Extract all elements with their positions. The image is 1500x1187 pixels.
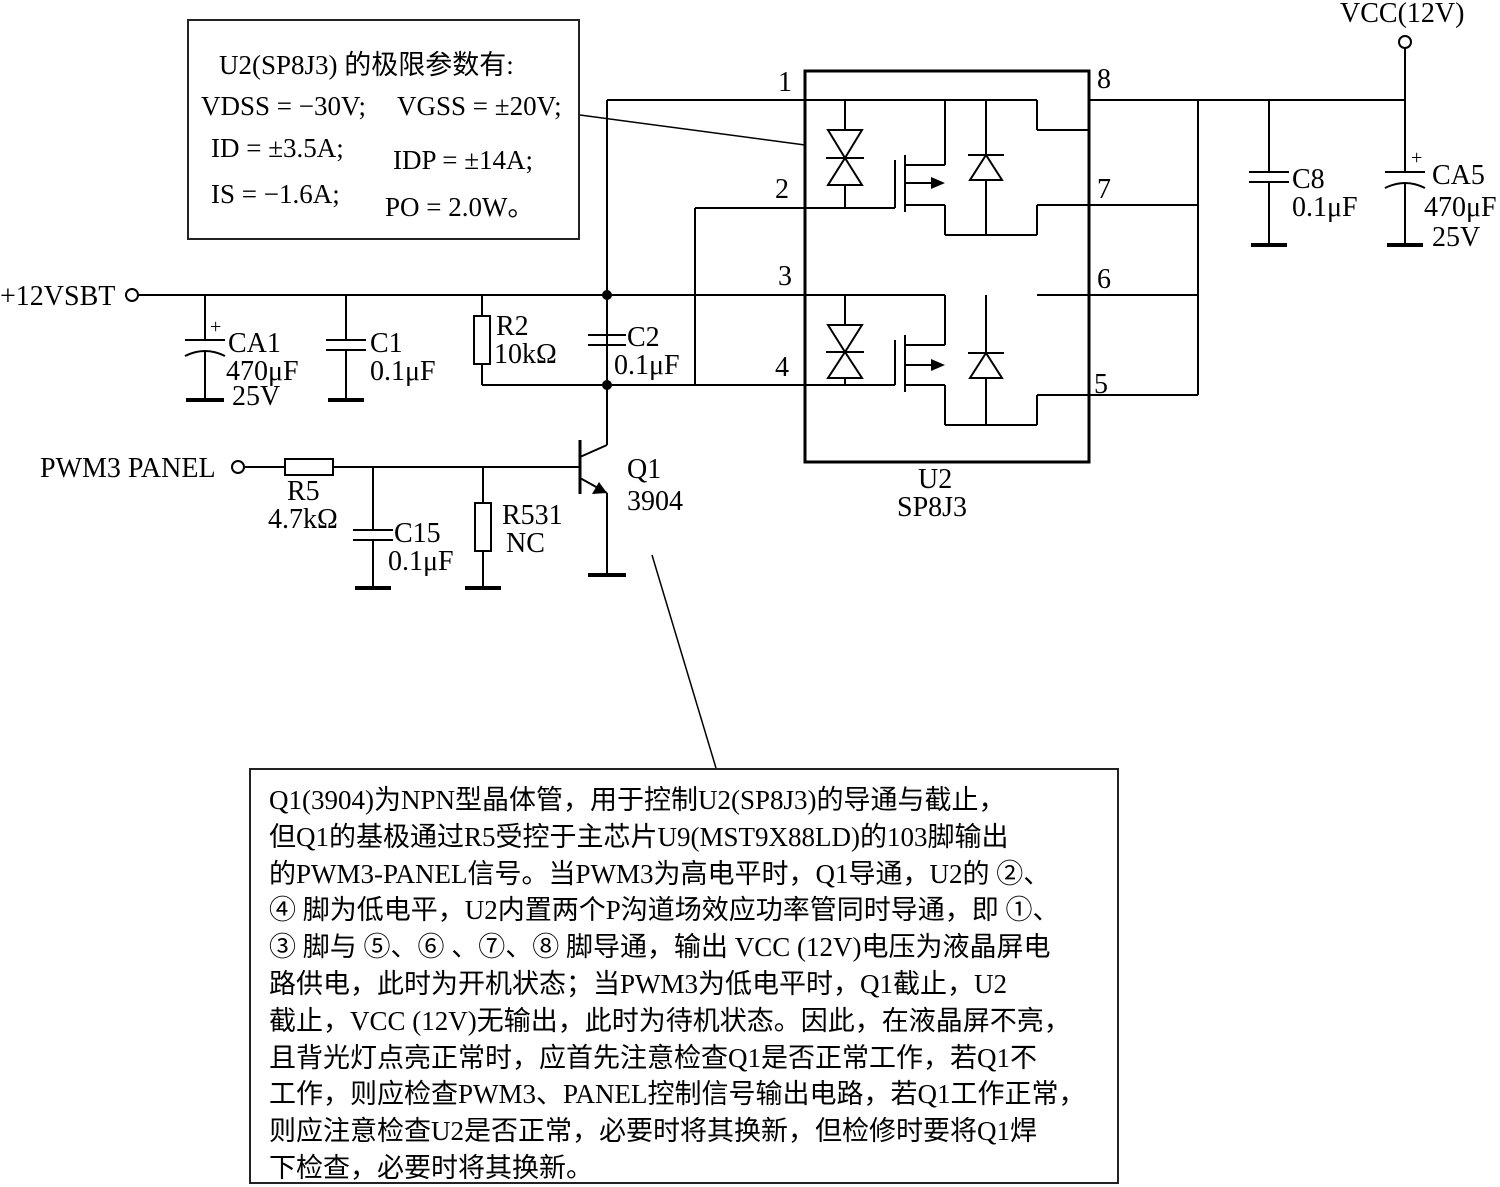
vsbt-terminal xyxy=(125,288,139,302)
u2-pin-8: 8 xyxy=(1097,64,1111,95)
ca1-value: 470μF xyxy=(226,356,299,387)
ca5-value: 470μF xyxy=(1424,192,1497,223)
ca5-voltage: 25V xyxy=(1432,222,1480,253)
u2-pin-1: 1 xyxy=(778,67,792,98)
c2-value: 0.1μF xyxy=(614,350,680,381)
u2-pin-4: 4 xyxy=(775,352,789,383)
u2-pin-6: 6 xyxy=(1097,264,1111,295)
wires xyxy=(138,48,1406,468)
param-idp: IDP = ±14A; xyxy=(393,145,534,175)
capacitor-c8 xyxy=(1249,100,1289,247)
explanation-note-text: Q1(3904)为NPN型晶体管，用于控制U2(SP8J3)的导通与截止， 但Q… xyxy=(269,785,1086,1183)
r2-value: 10kΩ xyxy=(494,339,557,370)
param-vgss: VGSS = ±20V; xyxy=(397,91,562,121)
u2-pin-3: 3 xyxy=(778,261,792,292)
ca1-plus: + xyxy=(210,316,221,338)
params-title: U2(SP8J3) 的极限参数有: xyxy=(219,50,514,80)
u2-diodes xyxy=(826,129,1004,379)
q1-ref: Q1 xyxy=(627,454,661,485)
r5-ref: R5 xyxy=(287,476,320,507)
u2-part: SP8J3 xyxy=(897,492,967,523)
c15-value: 0.1μF xyxy=(388,546,454,577)
resistor-r5 xyxy=(284,458,334,476)
params-box: U2(SP8J3) 的极限参数有: VDSS = −30V; VGSS = ±2… xyxy=(187,19,580,240)
c2-ref: C2 xyxy=(627,322,660,353)
capacitor-c15 xyxy=(353,467,393,590)
explanation-note: Q1(3904)为NPN型晶体管，用于控制U2(SP8J3)的导通与截止， 但Q… xyxy=(249,768,1119,1184)
pwm-label: PWM3 PANEL xyxy=(40,453,216,484)
u2-pin-2: 2 xyxy=(775,174,789,205)
capacitor-ca1 xyxy=(184,295,226,402)
resistor-r531 xyxy=(465,467,501,590)
transistor-q1 xyxy=(578,440,626,577)
capacitor-c1 xyxy=(326,295,366,402)
r5-value: 4.7kΩ xyxy=(268,504,338,535)
ca1-voltage: 25V xyxy=(232,381,280,412)
c15-ref: C15 xyxy=(394,518,441,549)
ca5-plus: + xyxy=(1411,147,1422,169)
r531-ref: R531 xyxy=(502,500,563,531)
c8-value: 0.1μF xyxy=(1292,192,1358,223)
junctions xyxy=(602,290,612,390)
resistor-r2 xyxy=(473,295,491,385)
r531-value: NC xyxy=(506,528,545,559)
capacitor-c2 xyxy=(588,334,626,346)
pwm-terminal xyxy=(231,460,245,474)
params-leader-line xyxy=(579,114,806,146)
c8-ref: C8 xyxy=(1292,164,1325,195)
c1-ref: C1 xyxy=(370,328,403,359)
param-vdss: VDSS = −30V; xyxy=(201,91,366,121)
capacitor-ca5 xyxy=(1384,100,1426,247)
vsbt-label: +12VSBT xyxy=(0,281,115,312)
ca5-ref: CA5 xyxy=(1432,160,1485,191)
q1-emitter-arrow xyxy=(592,482,607,494)
u2-body xyxy=(803,69,1091,464)
r2-ref: R2 xyxy=(496,311,529,342)
u2-lower-fet-arrow xyxy=(931,359,945,371)
param-po: PO = 2.0W。 xyxy=(385,192,535,222)
param-is: IS = −1.6A; xyxy=(211,179,340,209)
u2-ref: U2 xyxy=(918,464,952,495)
ca1-ref: CA1 xyxy=(228,328,281,359)
u2-pin-7: 7 xyxy=(1097,174,1111,205)
c1-value: 0.1μF xyxy=(370,356,436,387)
param-id: ID = ±3.5A; xyxy=(211,133,344,163)
u2-upper-fet-arrow xyxy=(931,177,945,189)
vcc-label: VCC(12V) xyxy=(1340,0,1464,29)
q1-part: 3904 xyxy=(627,486,683,517)
u2-pin-5: 5 xyxy=(1094,369,1108,400)
note-leader-line xyxy=(651,554,717,769)
vcc-terminal xyxy=(1398,35,1412,49)
